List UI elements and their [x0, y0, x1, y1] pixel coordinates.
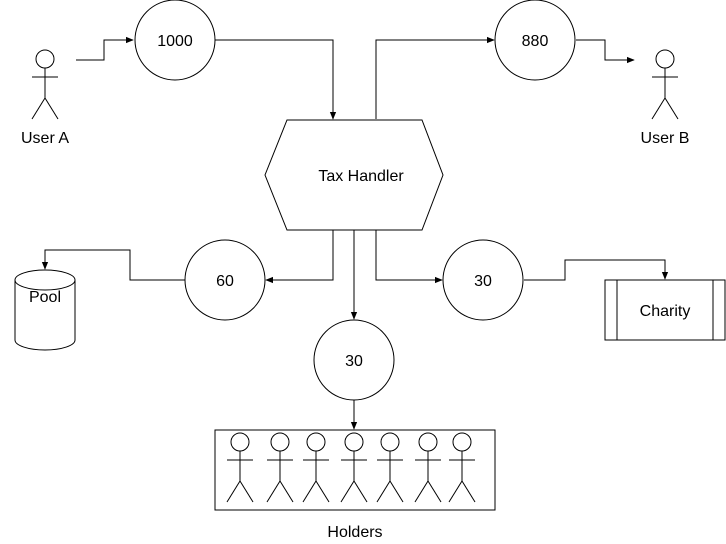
edge-tax-handler-to-pool-amount — [265, 230, 334, 284]
tax-handler-label: Tax Handler — [318, 168, 404, 185]
edge-tax-handler-to-charity-amount — [375, 230, 443, 284]
amount-pool-label: 60 — [216, 273, 234, 290]
amount-input-label: 1000 — [157, 33, 193, 50]
pool-label: Pool — [29, 289, 61, 306]
charity-label: Charity — [640, 303, 691, 320]
edge-charity-amount-to-charity — [524, 259, 669, 281]
edge-tax-handler-to-user-b-amount — [375, 36, 495, 119]
edge-pool-amount-to-pool — [41, 249, 185, 281]
amount-input-node: 1000 — [134, 0, 216, 81]
edge-input-to-tax-handler — [215, 39, 337, 120]
user-icon — [31, 49, 59, 120]
edges — [41, 36, 669, 430]
amount-holders-node: 30 — [313, 319, 395, 401]
tax-handler-node: Tax Handler — [264, 119, 444, 231]
pool-node: Pool — [14, 269, 76, 351]
holders-label: Holders — [327, 524, 382, 541]
amount-pool-node: 60 — [184, 239, 266, 321]
amount-charity-label: 30 — [474, 273, 492, 290]
holders-node — [214, 429, 496, 511]
user-b-label: User B — [641, 130, 690, 147]
user-a-actor: User A — [21, 49, 69, 147]
user-b-actor: User B — [641, 49, 690, 147]
edge-user-a-to-input — [76, 36, 134, 61]
edge-user-b-amount-to-user-b — [576, 39, 635, 64]
amount-charity-node: 30 — [442, 239, 524, 321]
user-a-label: User A — [21, 130, 69, 147]
amount-holders-label: 30 — [345, 353, 363, 370]
amount-user-b-label: 880 — [522, 33, 549, 50]
charity-node: Charity — [604, 279, 726, 341]
amount-user-b-node: 880 — [494, 0, 576, 81]
user-icon — [651, 49, 679, 120]
